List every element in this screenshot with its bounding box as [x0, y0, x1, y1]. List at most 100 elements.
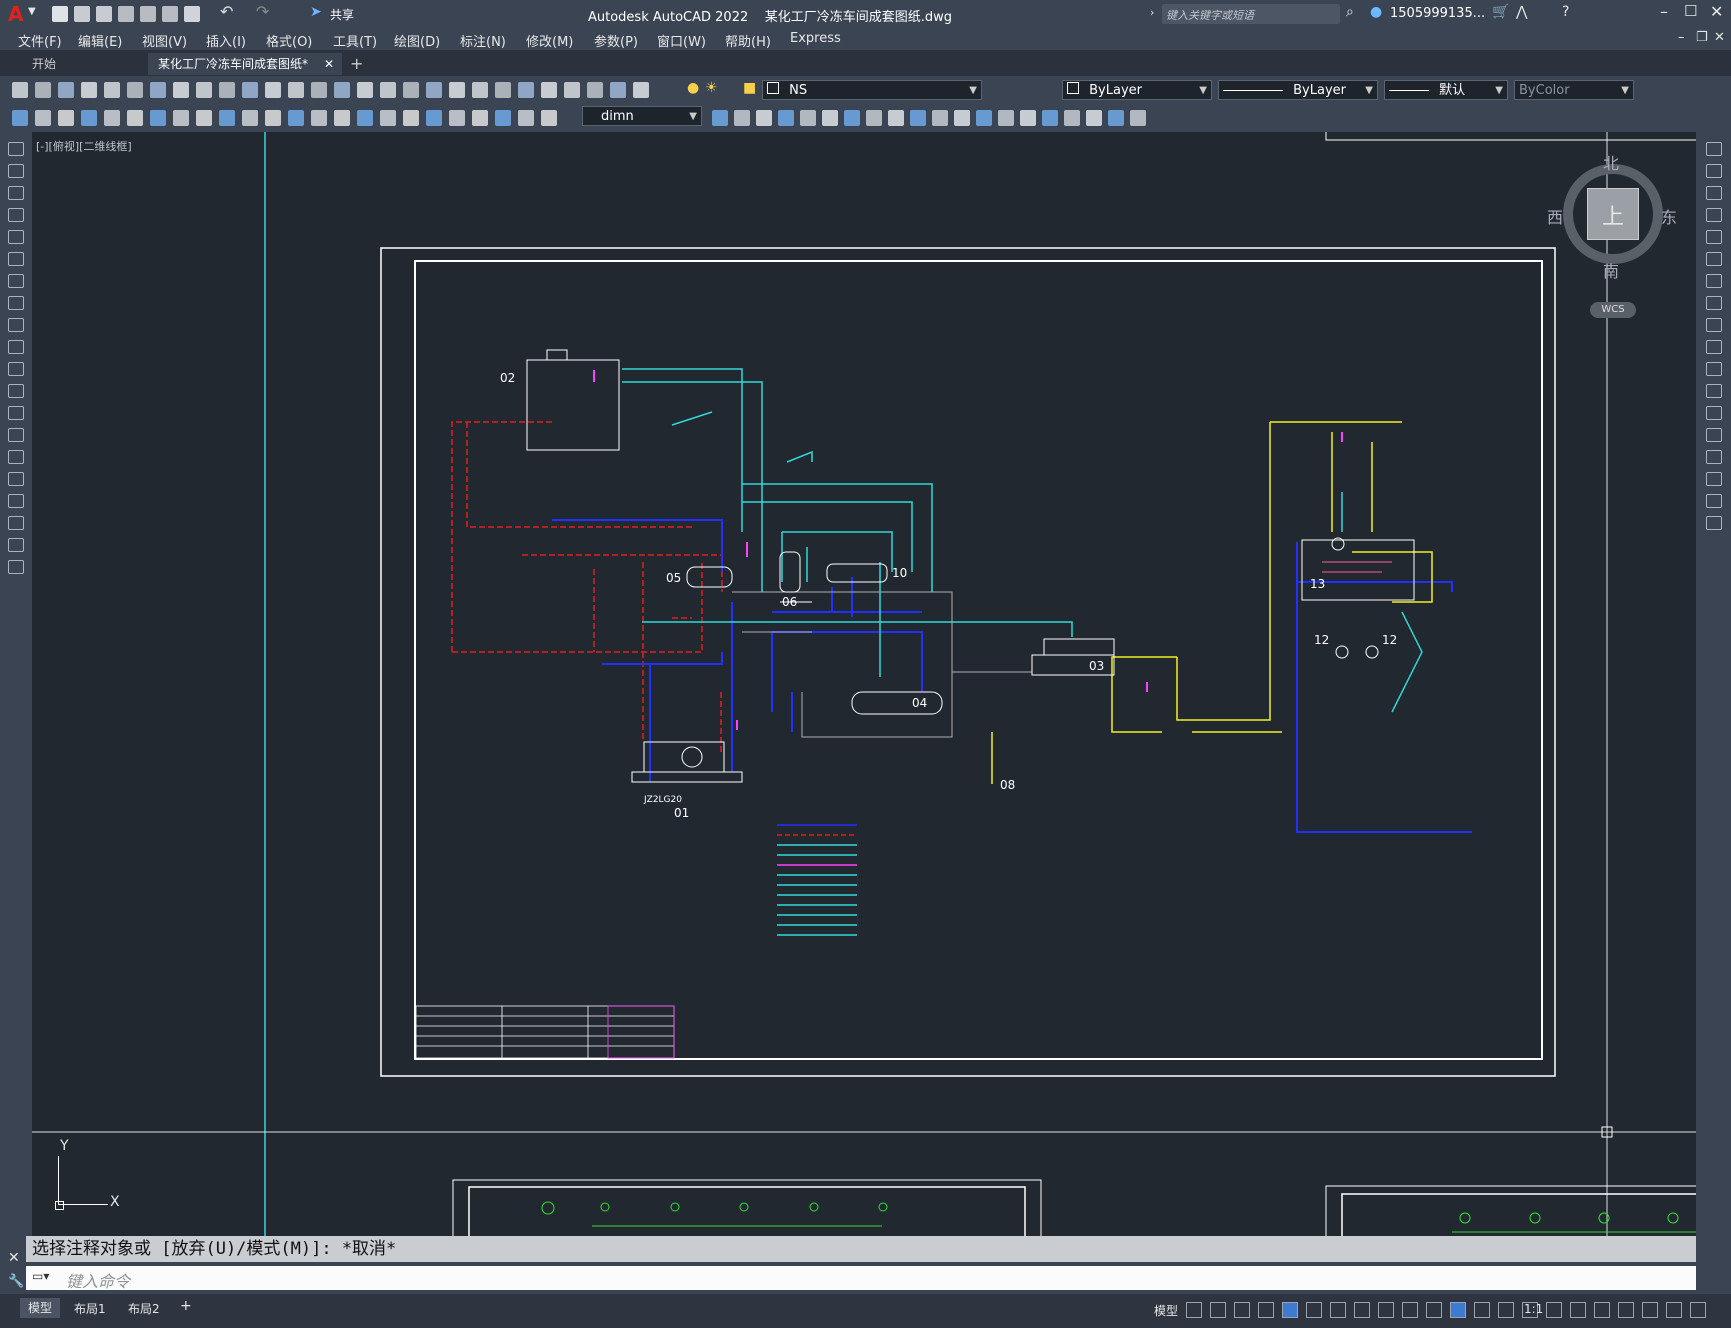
open-web-icon[interactable]	[140, 6, 156, 22]
draw-tool-icon[interactable]	[8, 340, 24, 354]
menu-file[interactable]: 文件(F)	[18, 35, 62, 50]
plot-icon[interactable]	[184, 6, 200, 22]
undo-icon[interactable]: ↶	[220, 2, 234, 21]
standard-tool-icon[interactable]	[219, 82, 235, 98]
modify-tool-icon[interactable]	[888, 110, 904, 126]
search-icon[interactable]: ⌕	[1346, 4, 1354, 20]
view-cube-face[interactable]: 上	[1587, 188, 1639, 240]
status-toggle-icon[interactable]	[1594, 1302, 1610, 1318]
cart-icon[interactable]: 🛒	[1492, 4, 1510, 20]
draw-tool-icon[interactable]	[8, 208, 24, 222]
redo-icon[interactable]: ↷	[256, 2, 270, 21]
menu-draw[interactable]: 绘图(D)	[394, 35, 441, 50]
standard-tool-icon[interactable]	[104, 82, 120, 98]
linetype-combo[interactable]: ByLayer ▼	[1218, 80, 1378, 100]
new-tab-icon[interactable]: +	[350, 54, 364, 73]
dimension-tool-icon[interactable]	[541, 110, 557, 126]
standard-tool-icon[interactable]	[495, 82, 511, 98]
draw-tool-icon[interactable]	[8, 164, 24, 178]
modify-tool-icon[interactable]	[1706, 230, 1722, 244]
menu-tools[interactable]: 工具(T)	[333, 35, 378, 50]
standard-tool-icon[interactable]	[311, 82, 327, 98]
autodesk-a360-icon[interactable]: ⋀	[1516, 4, 1528, 20]
dimension-tool-icon[interactable]	[219, 110, 235, 126]
dimension-tool-icon[interactable]	[495, 110, 511, 126]
save-web-icon[interactable]	[162, 6, 178, 22]
standard-tool-icon[interactable]	[564, 82, 580, 98]
modify-tool-icon[interactable]	[800, 110, 816, 126]
modify-tool-icon[interactable]	[822, 110, 838, 126]
dimension-tool-icon[interactable]	[449, 110, 465, 126]
draw-tool-icon[interactable]	[8, 186, 24, 200]
command-input[interactable]: 键入命令	[66, 1272, 131, 1291]
standard-tool-icon[interactable]	[380, 82, 396, 98]
chevron-down-icon[interactable]: ▼	[28, 6, 36, 17]
draw-tool-icon[interactable]	[8, 428, 24, 442]
standard-tool-icon[interactable]	[150, 82, 166, 98]
modify-tool-icon[interactable]	[1706, 252, 1722, 266]
status-toggle-icon[interactable]	[1690, 1302, 1706, 1318]
viewport-label[interactable]: [-][俯视][二维线框]	[36, 140, 132, 153]
status-toggle-icon[interactable]	[1306, 1302, 1322, 1318]
wrench-icon[interactable]: 🔧	[8, 1274, 25, 1289]
dimension-tool-icon[interactable]	[518, 110, 534, 126]
modify-tool-icon[interactable]	[1706, 318, 1722, 332]
dimension-tool-icon[interactable]	[12, 110, 28, 126]
dimension-tool-icon[interactable]	[104, 110, 120, 126]
color-combo[interactable]: ByLayer ▼	[1062, 80, 1212, 100]
dimension-tool-icon[interactable]	[311, 110, 327, 126]
menu-insert[interactable]: 插入(I)	[206, 35, 246, 50]
minimize-button[interactable]: –	[1660, 2, 1668, 21]
command-close-icon[interactable]: ✕	[8, 1250, 20, 1266]
standard-tool-icon[interactable]	[334, 82, 350, 98]
draw-tool-icon[interactable]	[8, 230, 24, 244]
modify-tool-icon[interactable]	[1706, 274, 1722, 288]
menu-help[interactable]: 帮助(H)	[725, 35, 771, 50]
modify-tool-icon[interactable]	[1706, 450, 1722, 464]
standard-tool-icon[interactable]	[196, 82, 212, 98]
standard-tool-icon[interactable]	[518, 82, 534, 98]
draw-tool-icon[interactable]	[8, 384, 24, 398]
lock-icon[interactable]: ■	[743, 80, 757, 96]
modify-tool-icon[interactable]	[1706, 516, 1722, 530]
draw-tool-icon[interactable]	[8, 274, 24, 288]
draw-tool-icon[interactable]	[8, 142, 24, 156]
model-space-toggle[interactable]: 模型	[1154, 1304, 1179, 1318]
menu-modify[interactable]: 修改(M)	[526, 35, 574, 50]
draw-tool-icon[interactable]	[8, 538, 24, 552]
dimension-tool-icon[interactable]	[334, 110, 350, 126]
status-toggle-icon[interactable]	[1474, 1302, 1490, 1318]
add-layout-icon[interactable]: +	[180, 1298, 192, 1314]
modify-tool-icon[interactable]	[1130, 110, 1146, 126]
modify-tool-icon[interactable]	[1020, 110, 1036, 126]
modify-tool-icon[interactable]	[866, 110, 882, 126]
user-icon[interactable]: ●	[1370, 4, 1383, 20]
standard-tool-icon[interactable]	[541, 82, 557, 98]
status-toggle-icon[interactable]	[1210, 1302, 1226, 1318]
modify-tool-icon[interactable]	[976, 110, 992, 126]
dimension-tool-icon[interactable]	[357, 110, 373, 126]
annotation-scale[interactable]: 1:1	[1524, 1302, 1544, 1316]
standard-tool-icon[interactable]	[173, 82, 189, 98]
drawing-canvas[interactable]: 02 05 06 10 03 04 08 JZ2LG20 01 13	[32, 132, 1696, 1236]
status-toggle-icon[interactable]	[1330, 1302, 1346, 1318]
compass-west[interactable]: 西	[1547, 208, 1564, 227]
standard-tool-icon[interactable]	[127, 82, 143, 98]
status-toggle-icon[interactable]	[1234, 1302, 1250, 1318]
menu-format[interactable]: 格式(O)	[266, 35, 313, 50]
standard-tool-icon[interactable]	[265, 82, 281, 98]
draw-tool-icon[interactable]	[8, 494, 24, 508]
modify-tool-icon[interactable]	[1706, 186, 1722, 200]
dimension-tool-icon[interactable]	[81, 110, 97, 126]
save-as-icon[interactable]	[118, 6, 134, 22]
dimension-tool-icon[interactable]	[150, 110, 166, 126]
open-folder-icon[interactable]	[74, 6, 90, 22]
status-toggle-icon[interactable]	[1354, 1302, 1370, 1318]
modify-tool-icon[interactable]	[734, 110, 750, 126]
menu-dimension[interactable]: 标注(N)	[460, 35, 506, 50]
dimension-tool-icon[interactable]	[127, 110, 143, 126]
modify-tool-icon[interactable]	[1706, 362, 1722, 376]
modify-tool-icon[interactable]	[1706, 164, 1722, 178]
status-toggle-icon[interactable]	[1546, 1302, 1562, 1318]
help-icon[interactable]: ?	[1562, 4, 1570, 20]
